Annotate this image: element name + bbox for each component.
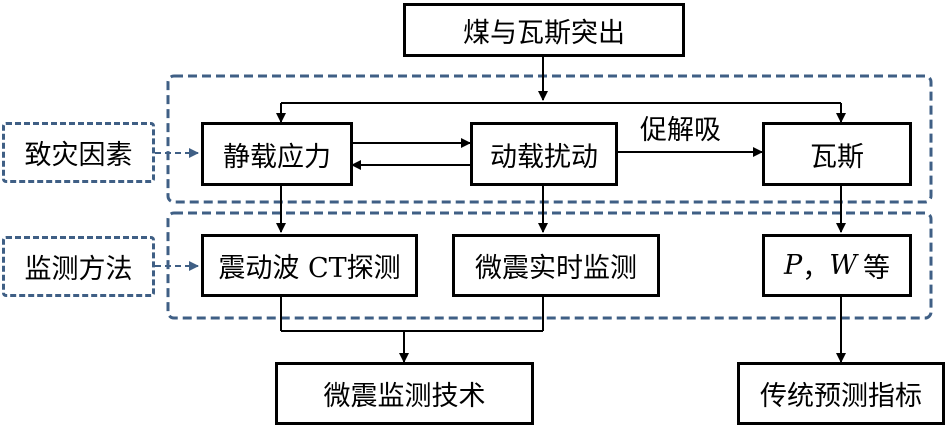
pw-w: W (829, 250, 857, 281)
side-label-methods: 监测方法 (2, 236, 155, 297)
pw-sep: ， (802, 253, 830, 284)
pw-suffix: 等 (862, 253, 890, 284)
node-microseismic-realtime: 微震实时监测 (452, 234, 660, 297)
side-label-factors: 致灾因素 (2, 122, 155, 183)
node-seismic-ct: 震动波 CT探测 (201, 234, 418, 297)
node-outburst: 煤与瓦斯突出 (403, 3, 685, 57)
node-dynamic-disturbance: 动载扰动 (470, 122, 618, 186)
edge-label-promote-desorption: 促解吸 (640, 115, 721, 146)
node-static-stress: 静载应力 (201, 122, 353, 186)
node-traditional-indicators: 传统预测指标 (737, 362, 945, 425)
node-gas: 瓦斯 (762, 122, 912, 186)
pw-p: P (784, 250, 803, 281)
node-microseismic-tech: 微震监测技术 (275, 362, 534, 425)
factors-group-frame (166, 74, 933, 204)
